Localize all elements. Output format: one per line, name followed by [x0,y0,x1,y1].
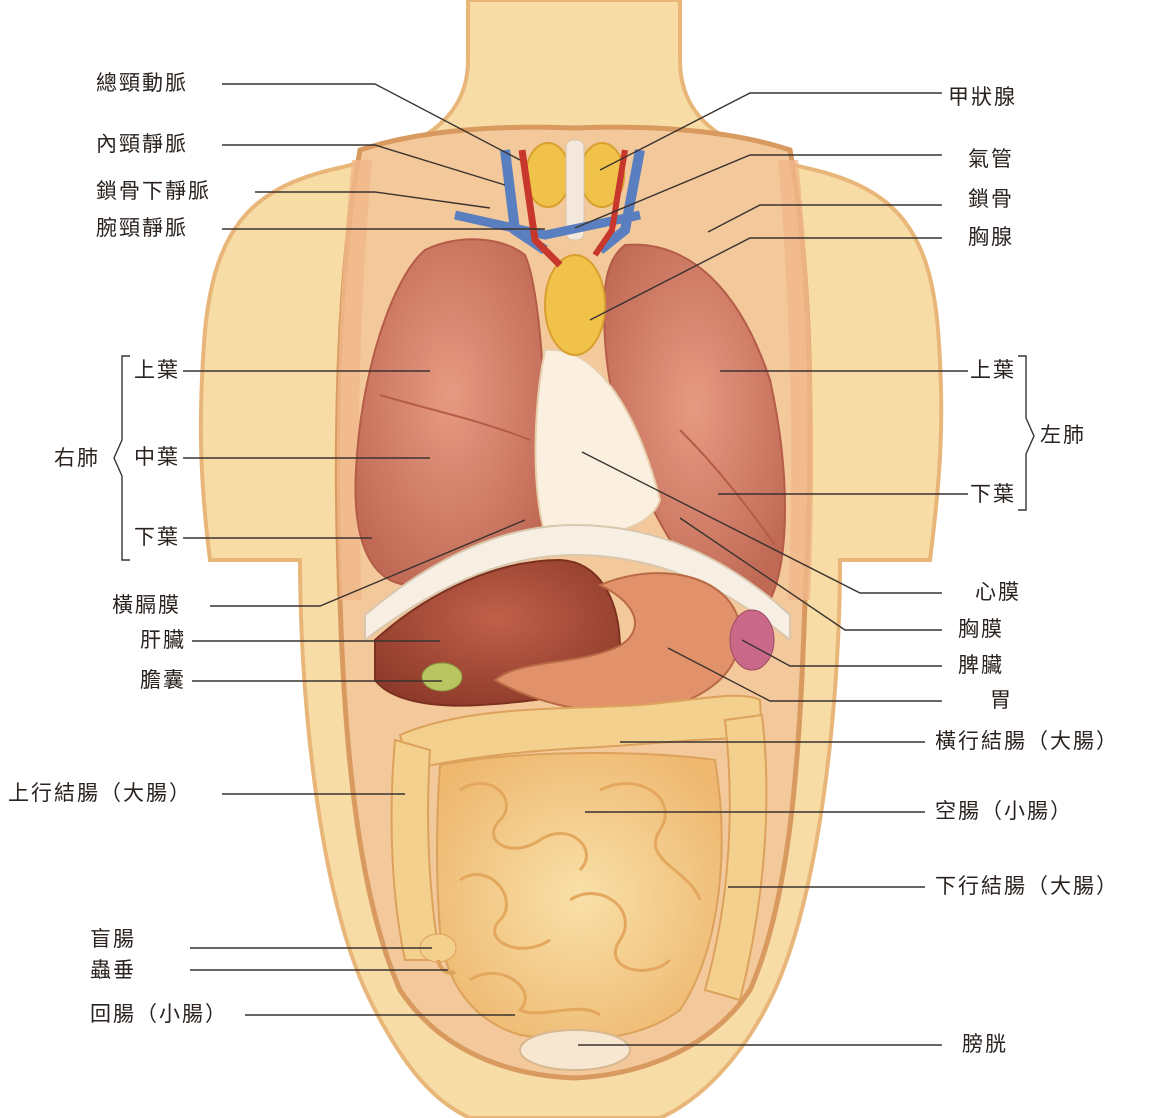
label-internal-jugular-vein: 內頸靜脈 [96,134,188,155]
label-right-upper-lobe: 上葉 [134,360,180,381]
label-descending-colon: 下行結腸（大腸） [935,876,1119,897]
label-common-carotid-artery: 總頸動脈 [96,73,188,94]
label-thymus: 胸腺 [968,227,1014,248]
label-jejunum: 空腸（小腸） [935,801,1073,822]
label-left-lower-lobe: 下葉 [970,484,1016,505]
label-cecum: 盲腸 [90,929,136,950]
label-bladder: 膀胱 [962,1034,1008,1055]
label-diaphragm: 橫膈膜 [112,595,181,616]
label-stomach: 胃 [990,690,1013,711]
label-thyroid: 甲狀腺 [948,87,1017,108]
right-lung-bracket [114,356,130,560]
label-ileum: 回腸（小腸） [90,1004,228,1025]
label-gallbladder: 膽囊 [140,670,186,691]
label-right-lung: 右肺 [54,448,100,469]
gallbladder [422,663,462,691]
label-left-upper-lobe: 上葉 [970,360,1016,381]
label-right-lower-lobe: 下葉 [134,527,180,548]
label-pleura: 胸膜 [958,619,1004,640]
label-subclavian-vein: 鎖骨下靜脈 [96,181,211,202]
spleen [730,610,774,670]
label-brachiocephalic-vein: 腕頸靜脈 [96,218,188,239]
thymus [545,255,605,355]
bladder [520,1030,630,1070]
left-lung-bracket [1018,356,1034,510]
label-transverse-colon: 橫行結腸（大腸） [935,731,1119,752]
label-clavicle: 鎖骨 [968,189,1014,210]
label-appendix: 蟲垂 [90,960,136,981]
label-left-lung: 左肺 [1040,425,1086,446]
label-trachea: 氣管 [968,149,1014,170]
label-ascending-colon: 上行結腸（大腸） [8,783,192,804]
label-right-middle-lobe: 中葉 [134,447,180,468]
label-spleen: 脾臟 [958,655,1004,676]
label-liver: 肝臟 [140,630,186,651]
label-pericardium: 心膜 [975,582,1021,603]
thyroid-left [526,143,570,207]
